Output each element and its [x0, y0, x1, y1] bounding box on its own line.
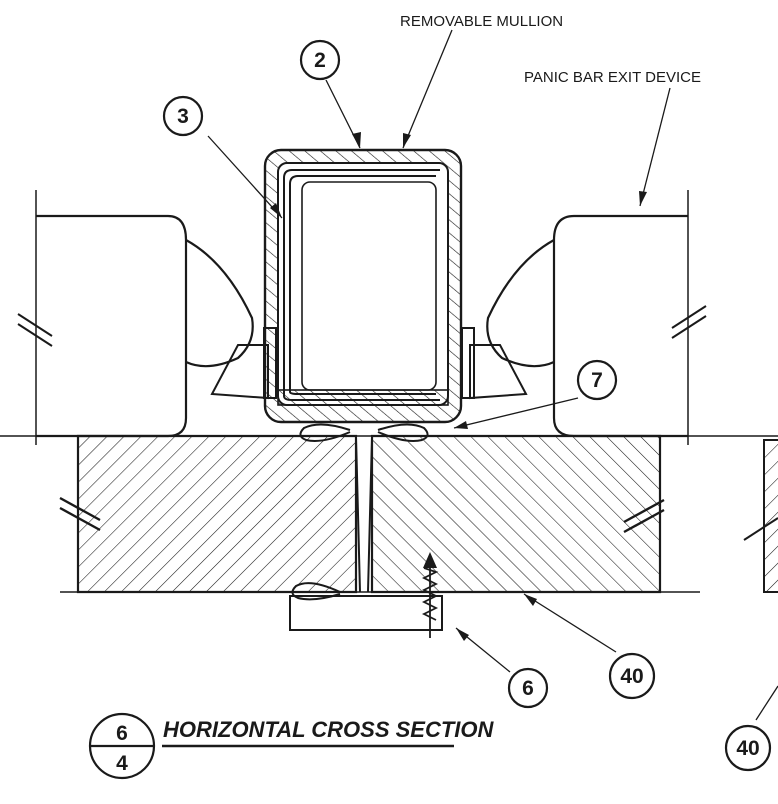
callout-bubble-6: 6	[507, 667, 549, 709]
note-panic-bar: PANIC BAR EXIT DEVICE	[524, 69, 701, 86]
callout-40-right-label: 40	[736, 737, 759, 760]
door-break-marks	[59, 496, 665, 534]
note-removable-mullion: REMOVABLE MULLION	[400, 13, 563, 30]
callout-2-label: 2	[314, 49, 326, 72]
sheet-number: 4	[116, 752, 128, 775]
weatherstrip-seals	[299, 421, 430, 442]
detail-number: 6	[116, 722, 128, 745]
section-title: HORIZONTAL CROSS SECTION	[163, 717, 495, 742]
callout-6-label: 6	[522, 677, 534, 700]
panic-bar-right	[461, 190, 689, 445]
callout-7-label: 7	[591, 369, 603, 392]
panic-bar-left	[35, 190, 277, 445]
callout-bubble-7: 7	[576, 359, 618, 401]
callout-3-label: 3	[177, 105, 189, 128]
astragal-6	[289, 552, 443, 638]
break-marks	[17, 305, 707, 347]
callout-bubble-40: 40	[608, 652, 656, 700]
callout-bubble-2: 2	[299, 39, 341, 81]
door-leaves	[0, 434, 778, 594]
detail-title-block: 6 4 HORIZONTAL CROSS SECTION	[88, 712, 495, 780]
callout-bubble-40-right: 40	[724, 724, 772, 772]
removable-mullion	[263, 148, 463, 424]
leader-lines	[207, 29, 778, 721]
callout-bubble-3: 3	[162, 95, 204, 137]
callout-40-label: 40	[620, 665, 643, 688]
adjacent-section-partial	[743, 439, 778, 593]
